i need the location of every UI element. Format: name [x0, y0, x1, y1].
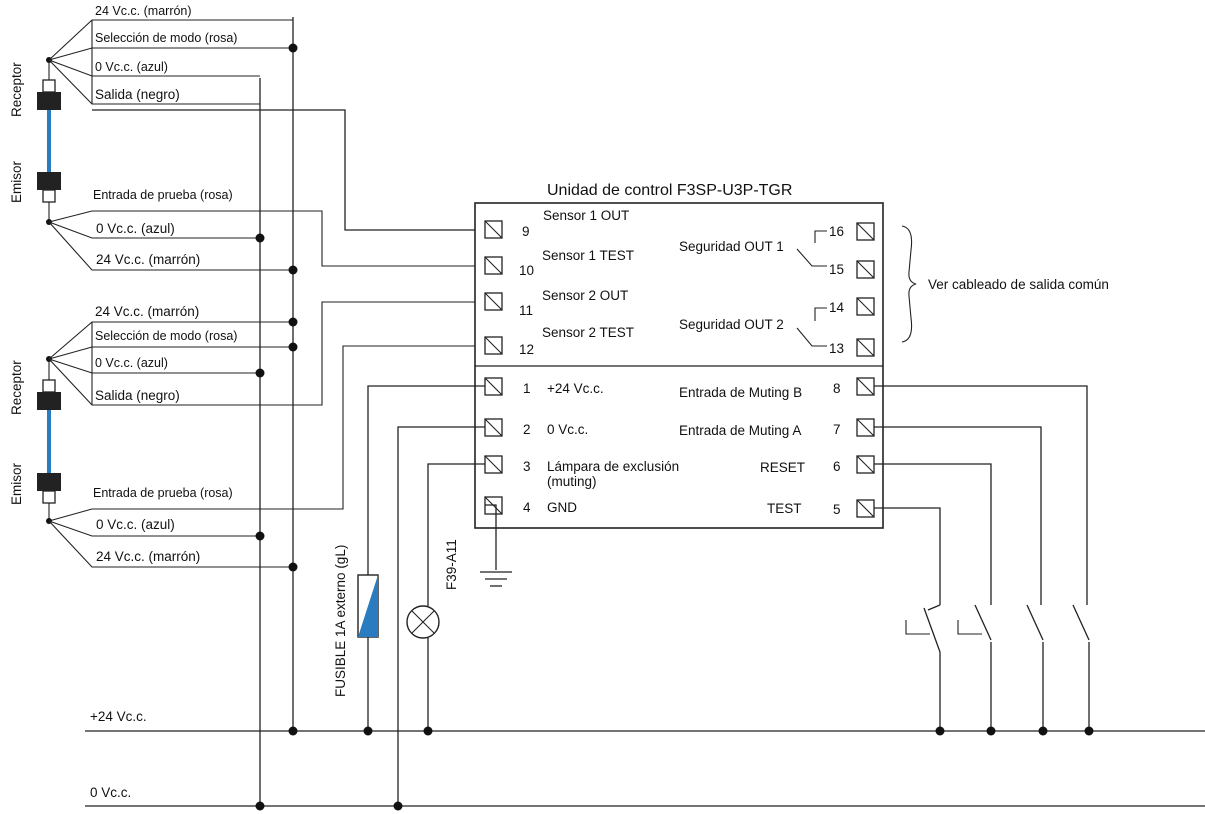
emitter-2-connector — [37, 473, 61, 491]
r1-w24-label: 24 Vc.c. (marrón) — [95, 4, 192, 18]
term-6-label: RESET — [760, 460, 805, 475]
fuse-label: FUSIBLE 1A externo (gL) — [333, 545, 348, 697]
ver-cableado-label: Ver cableado de salida común — [928, 277, 1109, 292]
term-2-label: 0 Vc.c. — [547, 422, 588, 437]
term-5-num: 5 — [833, 502, 841, 517]
term-9-label: Sensor 1 OUT — [543, 208, 629, 223]
term-13-num: 13 — [829, 341, 844, 356]
safety-out-1-contact — [814, 230, 827, 243]
term-10-label: Sensor 1 TEST — [542, 248, 634, 263]
r1-out-label: Salida (negro) — [95, 87, 180, 102]
safety-out-2-contact — [814, 307, 827, 321]
emitter-1-connector — [37, 172, 61, 190]
term-9-num: 9 — [522, 224, 530, 239]
e2-w0-label: 0 Vc.c. (azul) — [96, 517, 175, 532]
output-brace — [901, 225, 917, 343]
term-1-num: 1 — [523, 381, 531, 396]
term-4-label: GND — [547, 500, 577, 515]
r2-mode-label: Selección de modo (rosa) — [95, 329, 237, 343]
term-3-label2: (muting) — [547, 474, 597, 489]
reset-switch — [957, 604, 992, 731]
r2-out-label: Salida (negro) — [95, 388, 180, 403]
e1-test-label: Entrada de prueba (rosa) — [93, 188, 233, 202]
bus-24v-label: +24 Vc.c. — [90, 709, 147, 724]
r1-w0-label: 0 Vc.c. (azul) — [95, 60, 168, 74]
unit-title: Unidad de control F3SP-U3P-TGR — [547, 182, 792, 199]
receiver-1-connector — [42, 79, 56, 93]
term-1-label: +24 Vc.c. — [547, 381, 604, 396]
term-7-num: 7 — [833, 422, 841, 437]
e2-test-label: Entrada de prueba (rosa) — [93, 486, 233, 500]
term-3-label: Lámpara de exclusión — [547, 459, 679, 474]
term-5-label: TEST — [767, 501, 802, 516]
term-12-label: Sensor 2 TEST — [542, 325, 634, 340]
term-12-num: 12 — [519, 342, 534, 357]
term-16-num: 16 — [829, 224, 844, 239]
term-11-label: Sensor 2 OUT — [542, 288, 628, 303]
lamp-label: F39-A11 — [444, 539, 459, 590]
sensor-1: Receptor Emisor 24 Vc.c. (marrón) Selecc… — [9, 4, 485, 275]
safety-out-1-label: Seguridad OUT 1 — [679, 239, 784, 254]
receiver-2-connector — [42, 379, 56, 393]
r2-w0-label: 0 Vc.c. (azul) — [95, 356, 168, 370]
term-8-num: 8 — [833, 381, 841, 396]
term-10-num: 10 — [519, 263, 534, 278]
term-14-num: 14 — [829, 300, 845, 315]
r1-mode-label: Selección de modo (rosa) — [95, 31, 237, 45]
muting-b-switch — [1072, 604, 1090, 731]
receptor-2-label: Receptor — [9, 360, 24, 415]
terminals-left — [484, 220, 503, 515]
safety-out-2-label: Seguridad OUT 2 — [679, 317, 784, 332]
r2-w24-label: 24 Vc.c. (marrón) — [95, 304, 199, 319]
term-6-num: 6 — [833, 459, 841, 474]
term-3-num: 3 — [523, 459, 531, 474]
term-8-label: Entrada de Muting B — [679, 385, 802, 400]
receptor-1-label: Receptor — [9, 62, 24, 117]
e2-w24-label: 24 Vc.c. (marrón) — [96, 549, 200, 564]
emisor-2-label: Emisor — [9, 462, 24, 505]
emisor-1-label: Emisor — [9, 160, 24, 203]
term-7-label: Entrada de Muting A — [679, 423, 801, 438]
term-15-num: 15 — [829, 262, 844, 277]
e1-w0-label: 0 Vc.c. (azul) — [96, 221, 175, 236]
sensor-2: Receptor Emisor 24 Vc.c. (marrón) Selecc… — [9, 301, 485, 572]
bus-0v-label: 0 Vc.c. — [90, 785, 131, 800]
muting-a-switch — [1026, 604, 1044, 731]
e1-w24-label: 24 Vc.c. (marrón) — [96, 252, 200, 267]
terminals-right — [856, 222, 875, 518]
term-4-num: 4 — [523, 500, 531, 515]
term-2-num: 2 — [523, 422, 531, 437]
test-switch — [905, 604, 941, 731]
ground-icon — [480, 571, 512, 587]
term-11-num: 11 — [519, 303, 533, 318]
